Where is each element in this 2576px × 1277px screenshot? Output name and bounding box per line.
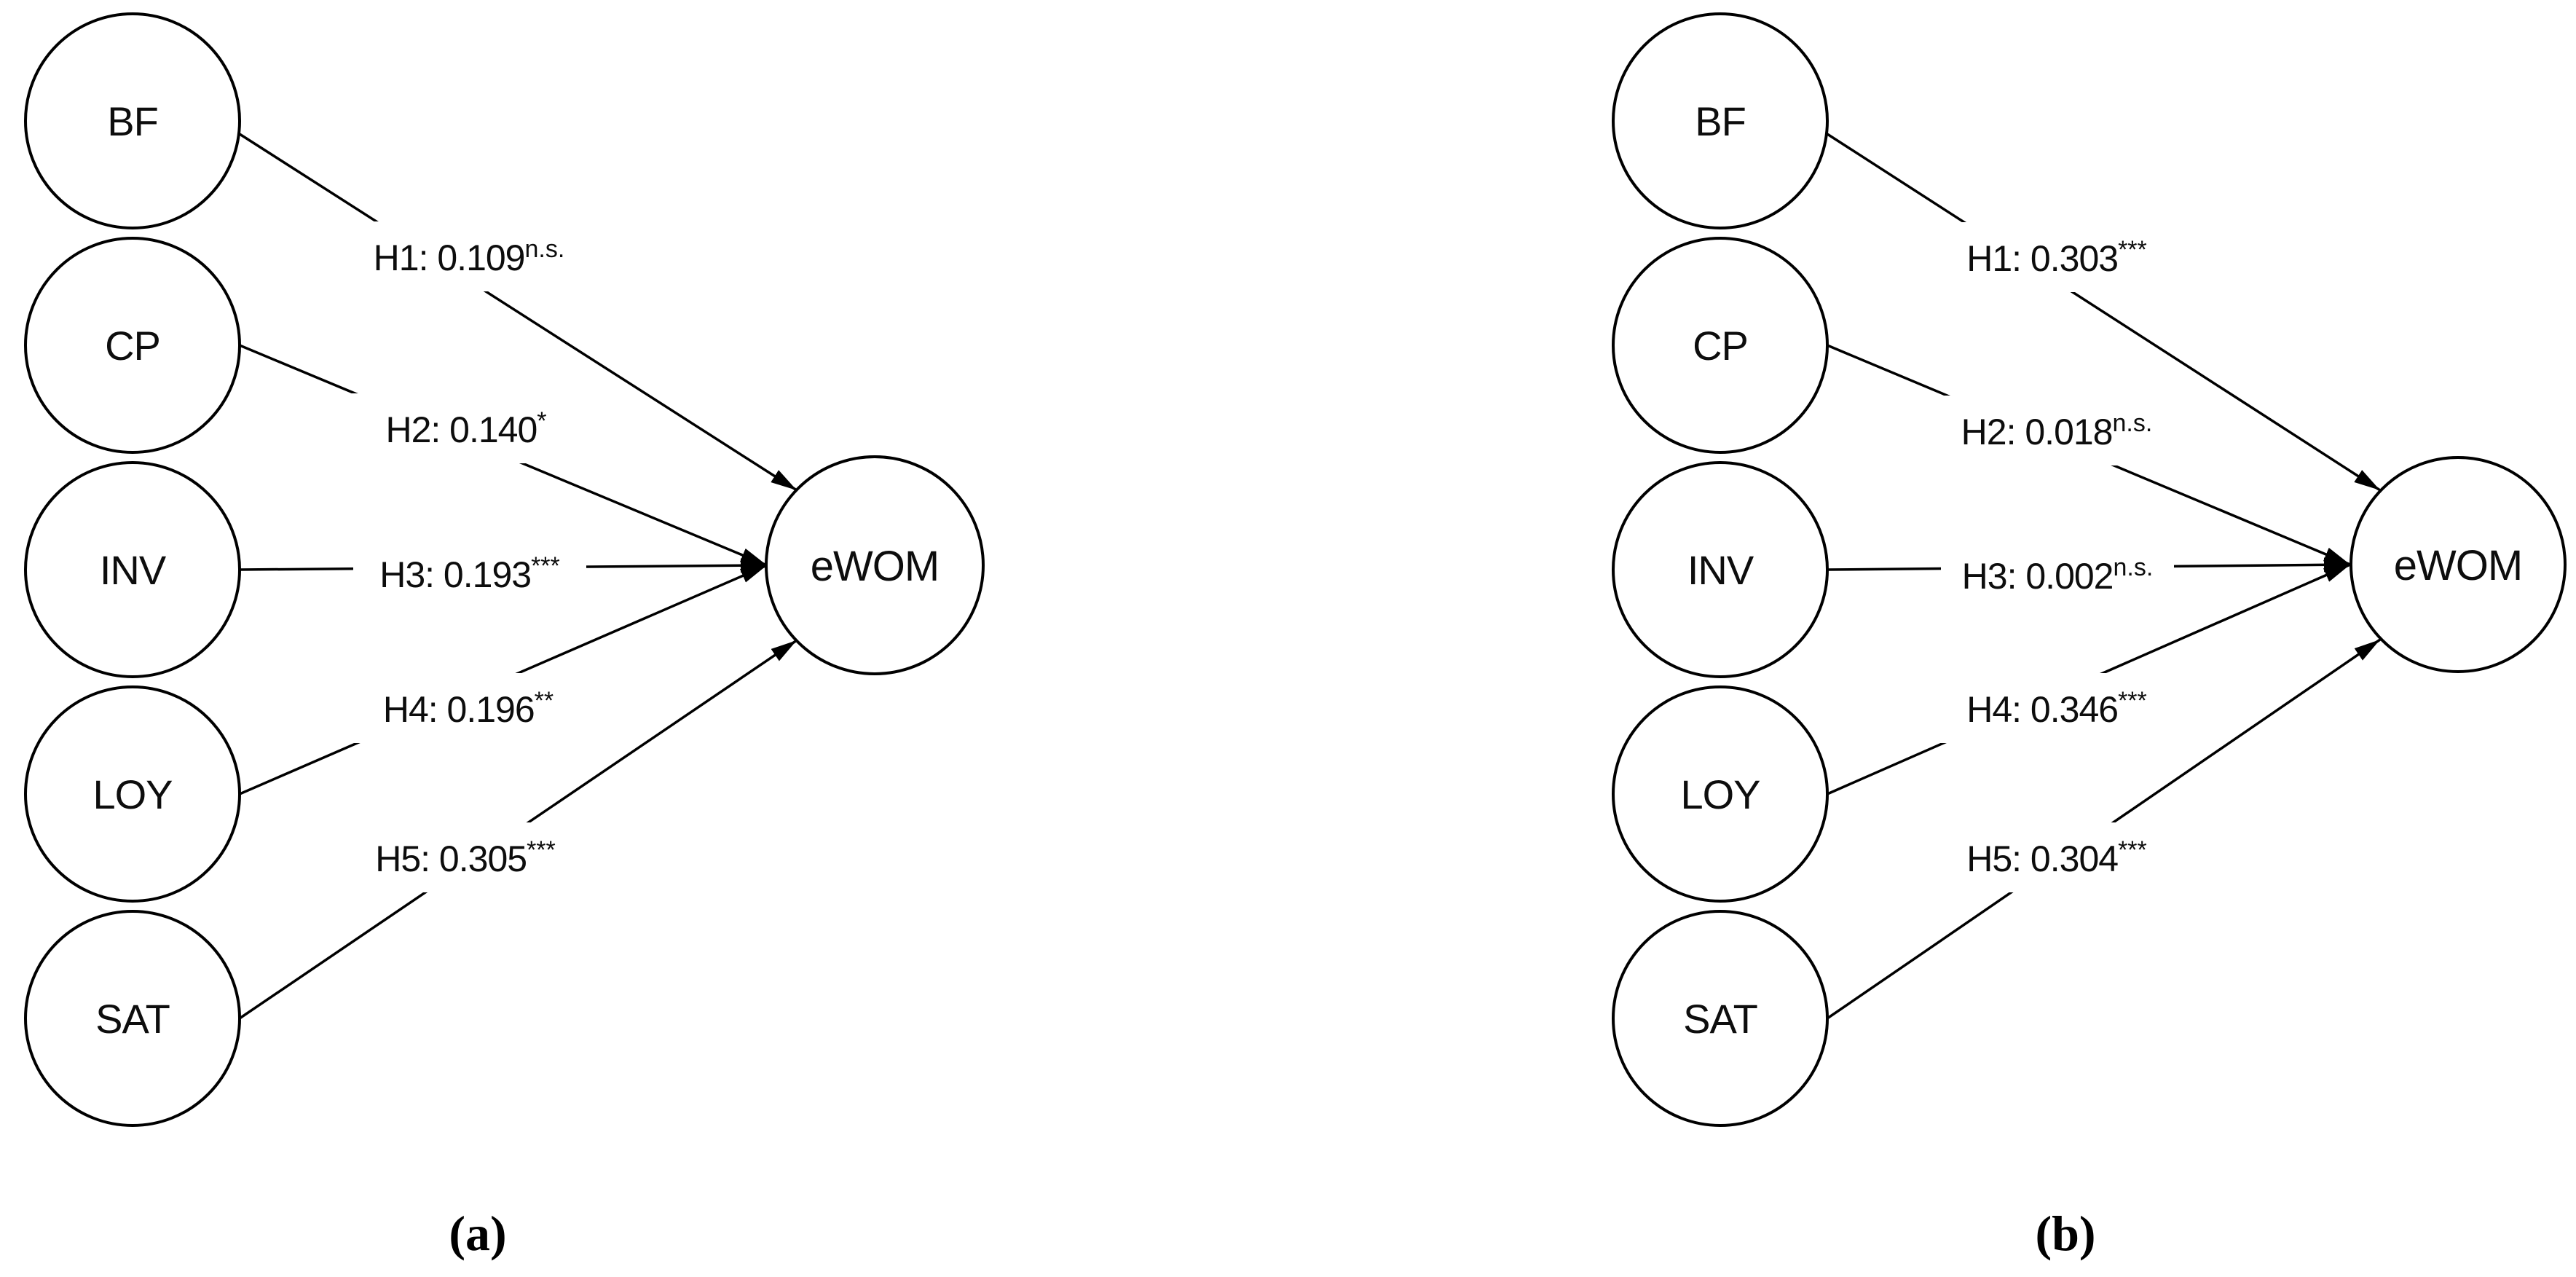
- panel-b-path-h2-label-bg: [1940, 396, 2173, 465]
- panel-a-path-h1-line: [239, 133, 797, 492]
- panel-b: BF CP INV LOY SAT eWOM H1: 0.303*** H2: …: [1612, 12, 2567, 1261]
- panel-a-caption: (a): [449, 1206, 506, 1261]
- panel-b-path-h2-label: H2: 0.018n.s.: [1961, 409, 2153, 452]
- panel-b-path-h3-label: H3: 0.002n.s.: [1962, 554, 2154, 597]
- panel-a-node-ewom-label: eWOM: [811, 543, 939, 590]
- panel-a-node-sat-label: SAT: [95, 996, 170, 1042]
- panel-b-path-h1-label-bg: [1940, 222, 2173, 292]
- panel-a-node-loy-circle: [24, 685, 241, 903]
- panel-a-node-bf-circle: [24, 12, 241, 229]
- panel-b-node-ewom-circle: [2349, 456, 2567, 673]
- panel-b-node-sat-label: SAT: [1683, 996, 1757, 1042]
- panel-b-node-bf-circle: [1612, 12, 1829, 229]
- panel-b-path-h1-label: H1: 0.303***: [1966, 236, 2147, 279]
- panel-b-path-h5-label: H5: 0.304***: [1966, 836, 2147, 879]
- panel-b-path-h1-line: [1827, 133, 2381, 492]
- panel-a-path-h1-label-bg: [352, 221, 586, 291]
- panel-a-path-h3-label-bg: [353, 538, 586, 608]
- panel-a-node-cp-label: CP: [105, 323, 160, 369]
- panel-b-node-inv-label: INV: [1687, 547, 1754, 593]
- panel-b-path-h4-label-bg: [1940, 673, 2173, 743]
- panel-a-path-h2-label-bg: [350, 393, 583, 463]
- panel-a-node-cp-circle: [24, 237, 241, 454]
- panel-b-node-inv-circle: [1612, 461, 1829, 678]
- panel-a: BF CP INV LOY SAT eWOM H1: 0.109n.s. H2:…: [24, 12, 985, 1261]
- panel-a-path-h4-label-bg: [352, 673, 585, 743]
- panel-b-node-sat-circle: [1612, 910, 1829, 1127]
- panel-a-path-h3-label: H3: 0.193***: [379, 552, 560, 595]
- panel-a-node-sat-circle: [24, 910, 241, 1127]
- panel-b-node-ewom-label: eWOM: [2394, 542, 2522, 589]
- panel-b-node-loy-label: LOY: [1680, 771, 1760, 817]
- panel-b-node-bf-label: BF: [1695, 98, 1746, 144]
- panel-b-node-cp-circle: [1612, 237, 1829, 454]
- panel-a-path-h5-label: H5: 0.305***: [375, 836, 556, 879]
- panel-a-path-h2-label: H2: 0.140*: [385, 407, 546, 450]
- panel-a-node-loy-label: LOY: [92, 771, 173, 817]
- panel-b-node-loy-circle: [1612, 685, 1829, 903]
- panel-a-path-h1-label: H1: 0.109n.s.: [374, 235, 565, 278]
- panel-a-node-inv-label: INV: [100, 547, 167, 593]
- panel-b-path-h4-label: H4: 0.346***: [1966, 687, 2147, 730]
- panel-a-node-bf-label: BF: [107, 98, 158, 144]
- panel-b-path-h3-label-bg: [1941, 540, 2174, 610]
- panel-b-caption: (b): [2035, 1206, 2095, 1261]
- panel-a-node-ewom-circle: [765, 455, 985, 675]
- panel-a-node-inv-circle: [24, 461, 241, 678]
- panel-b-node-cp-label: CP: [1693, 323, 1748, 369]
- panel-b-path-h5-label-bg: [1940, 822, 2173, 892]
- panel-a-path-h4-label: H4: 0.196**: [383, 687, 554, 730]
- panel-a-path-h5-label-bg: [349, 822, 582, 892]
